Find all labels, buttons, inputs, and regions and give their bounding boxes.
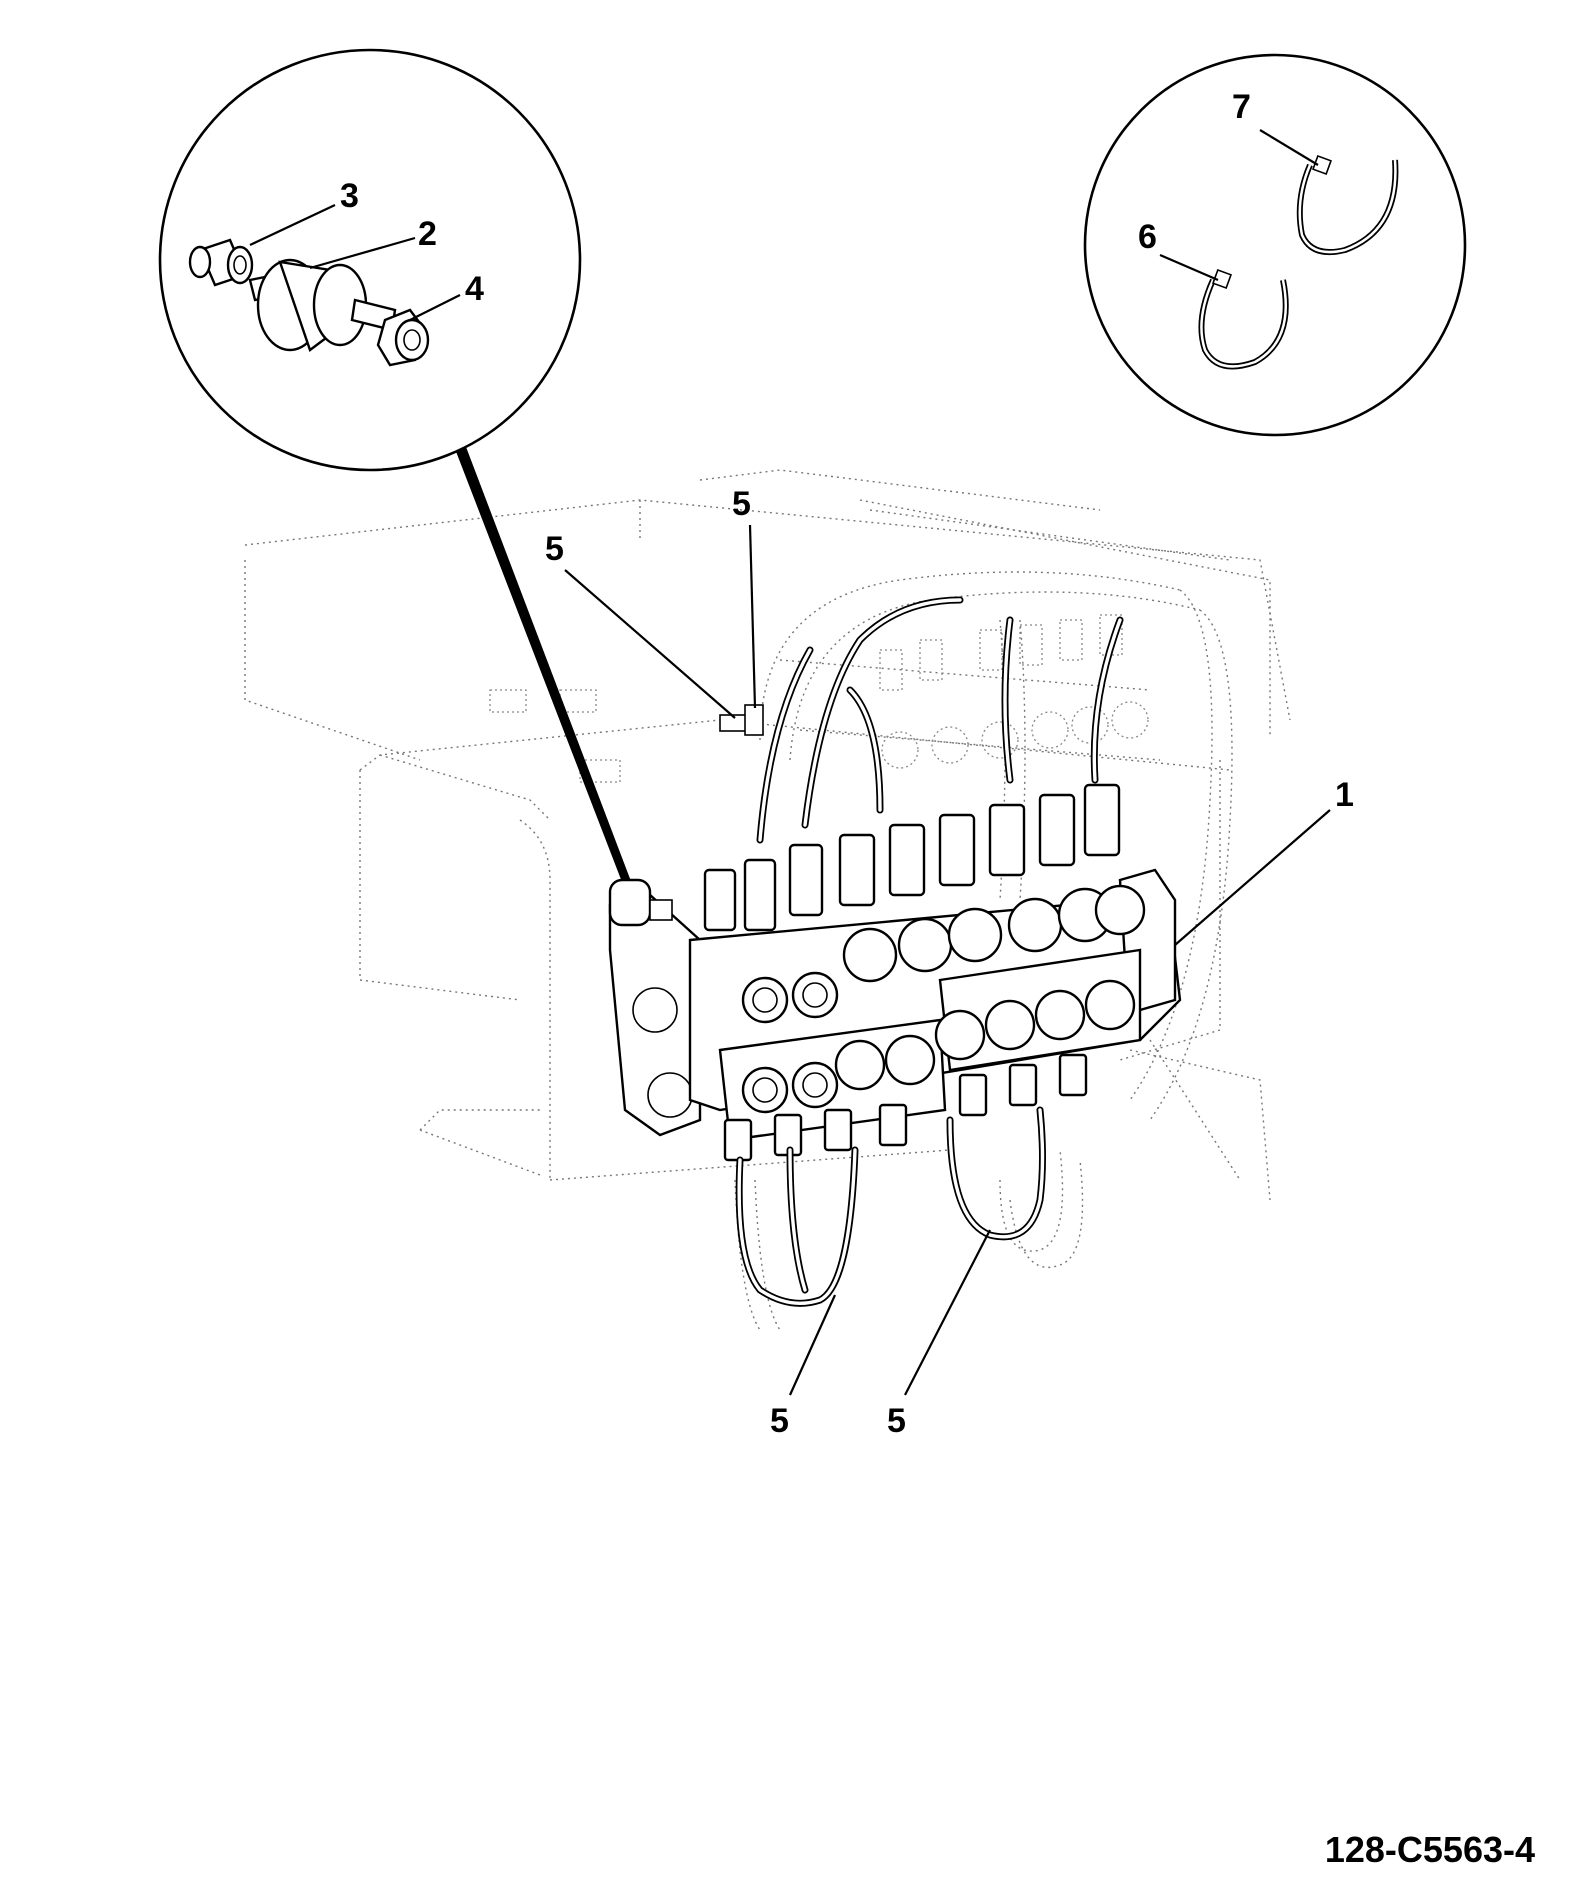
callout-7: 7 <box>1232 88 1251 126</box>
detail-circle-mount <box>158 48 582 472</box>
leader-lines <box>564 524 1331 1396</box>
anti-vibration-mount-part <box>256 258 368 352</box>
callout-5-upper: 5 <box>732 485 751 523</box>
callout-6: 6 <box>1138 218 1157 256</box>
ghost-chassis-outline <box>244 469 1291 1331</box>
control-valve-assembly <box>608 783 1182 1162</box>
callout-labels: 1 2 3 4 5 5 5 5 6 7 <box>340 88 1354 1440</box>
callout-5-bottom-left: 5 <box>770 1402 789 1440</box>
callout-5-bottom-right: 5 <box>887 1402 906 1440</box>
cable-tie-6 <box>1198 269 1289 370</box>
callout-1: 1 <box>1335 776 1354 814</box>
spacer-part <box>188 238 254 287</box>
callout-5-left-upper: 5 <box>545 530 564 568</box>
callout-3: 3 <box>340 177 359 215</box>
detail-indicator-wedge <box>440 410 640 908</box>
callout-2: 2 <box>418 215 437 253</box>
detail-circle-cable-ties <box>1083 53 1467 437</box>
callout-4: 4 <box>465 270 484 308</box>
hose-assemblies <box>719 596 1124 1307</box>
drawing-number: 128-C5563-4 <box>1325 1829 1535 1870</box>
cable-tie-7 <box>1296 155 1399 256</box>
